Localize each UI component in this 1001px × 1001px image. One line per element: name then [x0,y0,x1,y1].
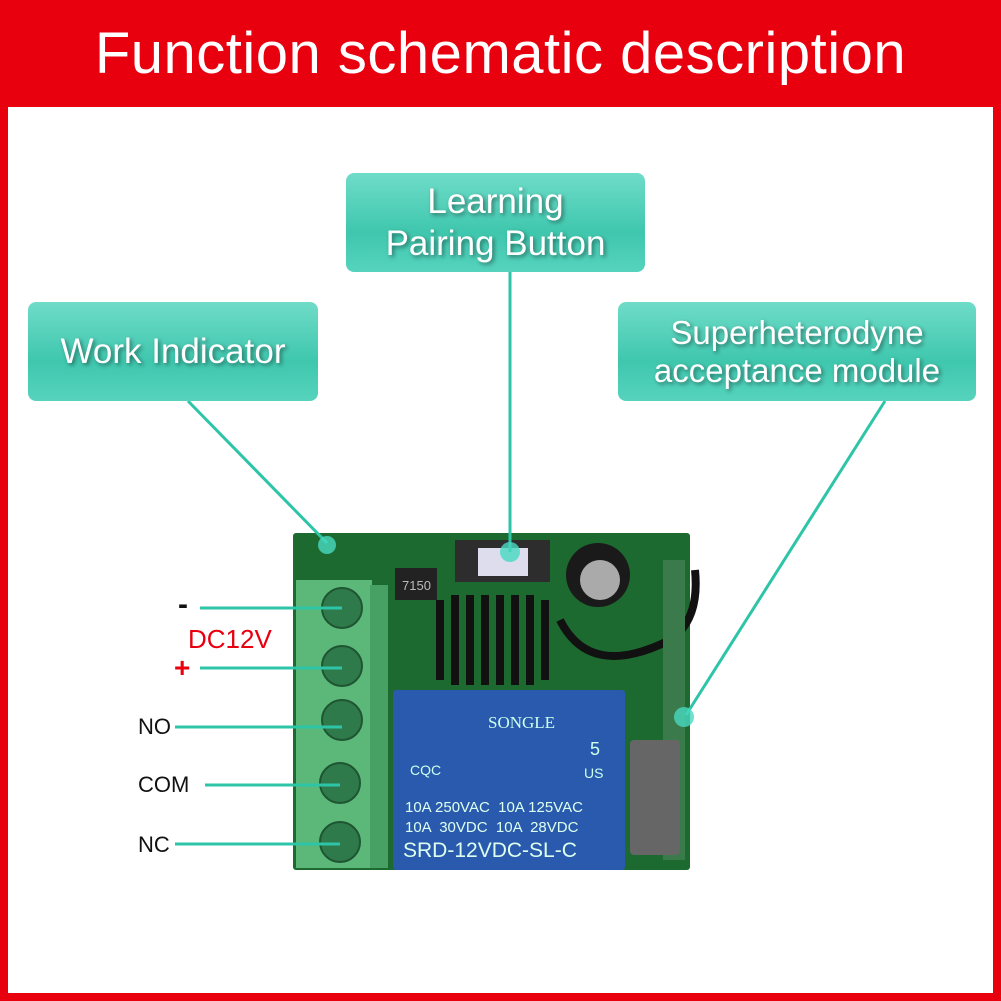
callout-work-indicator: Work Indicator [28,302,318,401]
svg-text:US: US [584,765,603,781]
callout-text: Learning [427,181,564,221]
label-minus: - [178,588,188,621]
callout-text: Pairing Button [385,223,606,263]
page-title: Function schematic description [94,21,907,86]
regulator-chip [395,568,437,600]
svg-text:SRD-12VDC-SL-C: SRD-12VDC-SL-C [403,839,577,862]
callout-superheterodyne-module: Superheterodyne acceptance module [618,302,976,401]
svg-text:10A 30VDC 10A 28VDC: 10A 30VDC 10A 28VDC [405,819,579,836]
crystal [630,740,680,855]
label-com: COM [138,772,190,797]
label-dc12v: DC12V [188,624,272,654]
svg-text:SONGLE: SONGLE [488,713,555,732]
label-plus: + [174,652,191,683]
svg-text:10A 250VAC 10A 125VAC: 10A 250VAC 10A 125VAC [405,799,583,816]
svg-text:7150: 7150 [402,578,431,593]
callout-learning-pairing-button: Learning Pairing Button [346,173,645,272]
callout-text: Work Indicator [60,331,286,371]
callout-text: acceptance module [653,351,941,389]
callout-text: Superheterodyne [670,313,924,351]
leader-lines [175,272,887,846]
svg-text:CQC: CQC [410,762,441,778]
label-nc: NC [138,832,170,857]
svg-text:5: 5 [590,739,600,759]
highlight-dots [318,536,694,727]
relay [393,690,625,870]
label-no: NO [138,714,171,739]
